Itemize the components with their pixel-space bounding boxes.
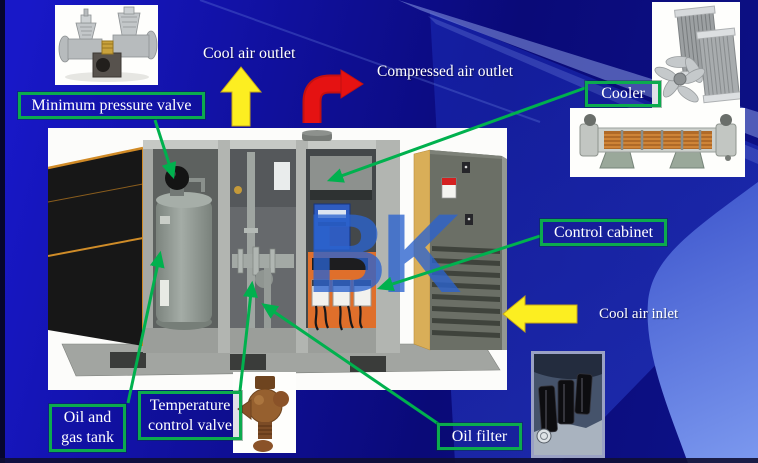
- lifting-cap: [302, 130, 332, 141]
- shell-tube-cooler-photo: [570, 108, 745, 177]
- compressor-illustration: BK: [48, 128, 507, 390]
- label-text: Control cabinet: [553, 223, 654, 241]
- cool-air-outlet-text: Cool air outlet: [203, 45, 296, 62]
- label-text-line2: control valve: [148, 416, 232, 434]
- oil-filter-photo: [531, 351, 605, 458]
- forklift-slot: [230, 354, 266, 370]
- connector-control-cabinet: [376, 234, 541, 292]
- cabinet-top-rail: [143, 140, 400, 149]
- cooler-radiator-fan-photo: [652, 2, 740, 110]
- connector-temperature-control-valve: [238, 280, 258, 392]
- label-temperature-control-valve: Temperature control valve: [138, 391, 242, 440]
- label-minimum-pressure-valve: Minimum pressure valve: [18, 92, 205, 119]
- label-text: Oil filter: [451, 427, 508, 445]
- background-thin-line: [199, 0, 541, 123]
- cabinet-post: [296, 140, 308, 353]
- label-cooler: Cooler: [585, 81, 661, 107]
- compressed-air-outlet-text: Compressed air outlet: [377, 63, 514, 80]
- label-oil-filter: Oil filter: [437, 423, 522, 450]
- cool-air-outlet-arrow: [219, 66, 263, 127]
- minimum-pressure-valve-photo: [55, 5, 158, 85]
- label-control-cabinet: Control cabinet: [540, 219, 667, 246]
- temperature-control-valve-photo: [233, 372, 296, 453]
- slide-bottom-edge: [0, 458, 758, 463]
- compressor-photo: BK: [48, 128, 507, 390]
- cabinet-bottom-rail: [143, 328, 400, 353]
- label-oil-and-gas-tank: Oil and gas tank: [49, 404, 126, 452]
- piping-compartment: [230, 149, 296, 328]
- right-end-door: [413, 149, 507, 351]
- cabinet-post: [376, 140, 400, 353]
- label-text: Cooler: [601, 85, 645, 102]
- compressed-air-outlet-arrow: [302, 69, 364, 123]
- bk-watermark: BK: [306, 191, 461, 316]
- background-corner-sweep: [647, 182, 758, 463]
- cool-air-inlet-text: Cool air inlet: [599, 306, 679, 322]
- cool-air-inlet-arrow: [502, 294, 578, 334]
- label-text-line1: Oil and: [63, 409, 112, 426]
- connector-minimum-pressure-valve: [153, 119, 177, 180]
- label-text-line1: Temperature: [149, 396, 231, 414]
- cabinet-post: [218, 140, 230, 353]
- label-text-line2: gas tank: [61, 429, 114, 446]
- connector-oil-filter: [261, 303, 441, 427]
- connector-oil-and-gas-tank: [126, 250, 165, 404]
- connector-cooler: [326, 86, 586, 183]
- slide-left-edge: [0, 0, 5, 463]
- tank-compartment: [153, 149, 218, 330]
- label-text: Minimum pressure valve: [31, 96, 192, 114]
